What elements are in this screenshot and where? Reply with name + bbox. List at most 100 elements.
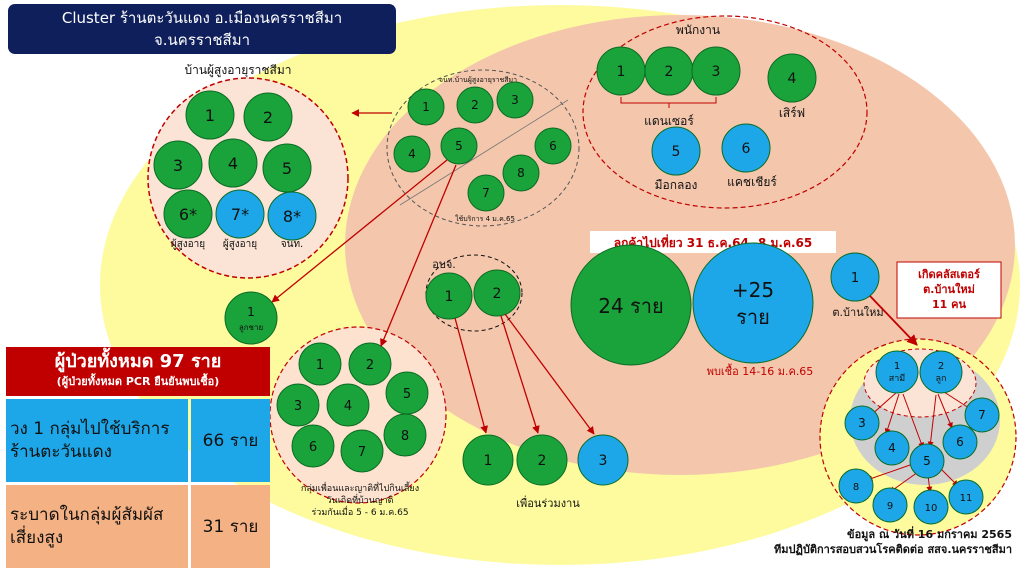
staff-divider — [399, 99, 569, 206]
family-label-5: 5 — [923, 454, 931, 468]
connection-arrows — [271, 109, 918, 435]
arrow-staff5-to-friends — [380, 164, 457, 347]
staff-label-3: 3 — [511, 93, 519, 107]
staff-label-1: 1 — [422, 100, 430, 114]
employee-label-5: 5 — [672, 144, 681, 160]
new-cluster-box — [896, 261, 1002, 319]
family-circle-7 — [964, 397, 1000, 433]
obj-title: อบจ. — [432, 258, 456, 271]
employee-circle-6 — [721, 123, 771, 173]
friends-caption-3: ร่วมกันเมื่อ 5 - 6 ม.ค.65 — [311, 505, 408, 518]
elderly-sub-label-8: จนท. — [281, 239, 303, 250]
family-circle-8 — [838, 468, 874, 504]
family-circle-3 — [844, 405, 880, 441]
staff-circle-6 — [534, 127, 572, 165]
family-label-8: 8 — [853, 482, 859, 493]
staff-label-6: 6 — [549, 139, 557, 153]
staff-label-5: 5 — [455, 139, 463, 153]
footer-date: ข้อมูล ณ วันที่ 16 มกราคม 2565 — [847, 528, 1012, 541]
family-circle-10 — [913, 489, 949, 525]
employees-group — [582, 15, 868, 209]
employees-title: พนักงาน — [676, 23, 720, 37]
elderly-sub-label-7: ผู้สูงอายุ — [223, 238, 257, 250]
ban-mai-number: 1 — [851, 271, 859, 286]
customers-note: พบเชื้อ 14-16 ม.ค.65 — [707, 363, 814, 378]
elderly-label-8: 8* — [283, 207, 301, 226]
friend-label-2: 2 — [366, 358, 374, 373]
summary-row-restaurant: วง 1 กลุ่มไปใช้บริการร้านตะวันแดง 66 ราย — [6, 399, 270, 482]
staff-group-title: จนท.บ้านผู้สูงอายุราชสีมา — [439, 76, 517, 84]
elderly-label-4: 4 — [228, 154, 238, 173]
footer-source: ข้อมูล ณ วันที่ 16 มกราคม 2565 ทีมปฏิบัต… — [774, 527, 1012, 557]
cashier-label: แคชเชียร์ — [727, 175, 777, 189]
elderly-sub-label-6: ผู้สูงอายุ — [171, 238, 205, 250]
family-circle-5 — [909, 443, 945, 479]
ban-mai-label: ต.บ้านใหม่ — [832, 306, 883, 319]
staff-circle-1 — [407, 88, 445, 126]
employee-label-1: 1 — [617, 64, 626, 80]
family-label-4: 4 — [888, 441, 896, 455]
arrow-staff5-to-guest — [271, 159, 448, 303]
family-circle-4 — [874, 430, 910, 466]
friend-circle-8 — [383, 413, 427, 457]
ban-mai-circle — [830, 252, 880, 302]
coworker-label-2: 2 — [538, 453, 547, 469]
coworker-label-1: 1 — [484, 453, 493, 469]
customers-blue-circle — [692, 242, 814, 364]
family-label-1a: 1 — [894, 361, 900, 372]
elderly-home-title: บ้านผู้สูงอายุราชสีมา — [184, 63, 291, 78]
friend-label-1: 1 — [316, 358, 324, 373]
employee-circles — [596, 46, 817, 176]
friend-circle-4 — [326, 383, 370, 427]
family-circle-11 — [948, 479, 984, 515]
elderly-label-3: 3 — [173, 156, 183, 175]
friend-circle-3 — [276, 383, 320, 427]
family-label-11: 11 — [960, 493, 973, 504]
summary-row-2-label: ระบาดในกลุ่มผู้สัมผัสเสี่ยงสูง — [6, 485, 188, 568]
friend-label-3: 3 — [294, 399, 302, 414]
summary-total: ผู้ป่วยทั้งหมด 97 ราย — [54, 351, 222, 372]
obj-circle-2 — [473, 269, 521, 317]
arrow-obj1-to-coworker1 — [454, 317, 488, 434]
elderly-label-6: 6* — [179, 205, 197, 224]
coworker-circle-2 — [516, 434, 568, 486]
family-circle-1 — [875, 350, 919, 394]
staff-circle-7 — [467, 174, 505, 212]
elderly-label-5: 5 — [282, 159, 292, 178]
guest-label-1: 1 — [247, 305, 255, 319]
family-label-7: 7 — [978, 408, 986, 422]
elderly-label-2: 2 — [263, 108, 273, 127]
title-line-2: จ.นครราชสีมา — [153, 31, 251, 49]
staff-circle-8 — [502, 154, 540, 192]
staff-circle-3 — [496, 81, 534, 119]
arrow-obj2-to-coworker2 — [500, 315, 540, 434]
elderly-circle-4 — [208, 138, 258, 188]
arrow-obj2-to-coworker3 — [504, 313, 595, 435]
employee-label-2: 2 — [665, 64, 674, 80]
employee-circle-3 — [691, 46, 741, 96]
friend-circle-1 — [298, 342, 342, 386]
friend-label-8: 8 — [401, 429, 409, 444]
elderly-circle-6 — [163, 189, 213, 239]
summary-row-1-label: วง 1 กลุ่มไปใช้บริการร้านตะวันแดง — [6, 399, 188, 482]
drummer-label: มือกลอง — [655, 178, 698, 192]
staff-circles — [393, 81, 572, 212]
dancer-bracket — [620, 97, 717, 108]
family-label-2b: ลูก — [936, 374, 947, 384]
elderly-circle-5 — [262, 143, 312, 193]
employee-label-3: 3 — [712, 64, 721, 80]
dancers-label: แดนเซอร์ — [644, 114, 694, 128]
guest-label-2: ลูกชาย — [239, 323, 263, 333]
staff-label-7: 7 — [482, 186, 490, 200]
summary-total-note: (ผู้ป่วยทั้งหมด PCR ยืนยันพบเชื้อ) — [56, 375, 220, 388]
friend-circle-6 — [291, 424, 335, 468]
coworker-label-3: 3 — [599, 453, 608, 469]
staff-circle-2 — [456, 86, 494, 124]
customers-blue-label-1: +25 — [732, 278, 774, 302]
new-cluster-line-1: เกิดคลัสเตอร์ — [918, 268, 980, 281]
elderly-circle-7 — [215, 189, 265, 239]
family-label-9: 9 — [887, 501, 893, 512]
staff-circle-4 — [393, 135, 431, 173]
arrow-banmai-to-family — [869, 295, 918, 346]
elderly-label-1: 1 — [205, 106, 215, 125]
